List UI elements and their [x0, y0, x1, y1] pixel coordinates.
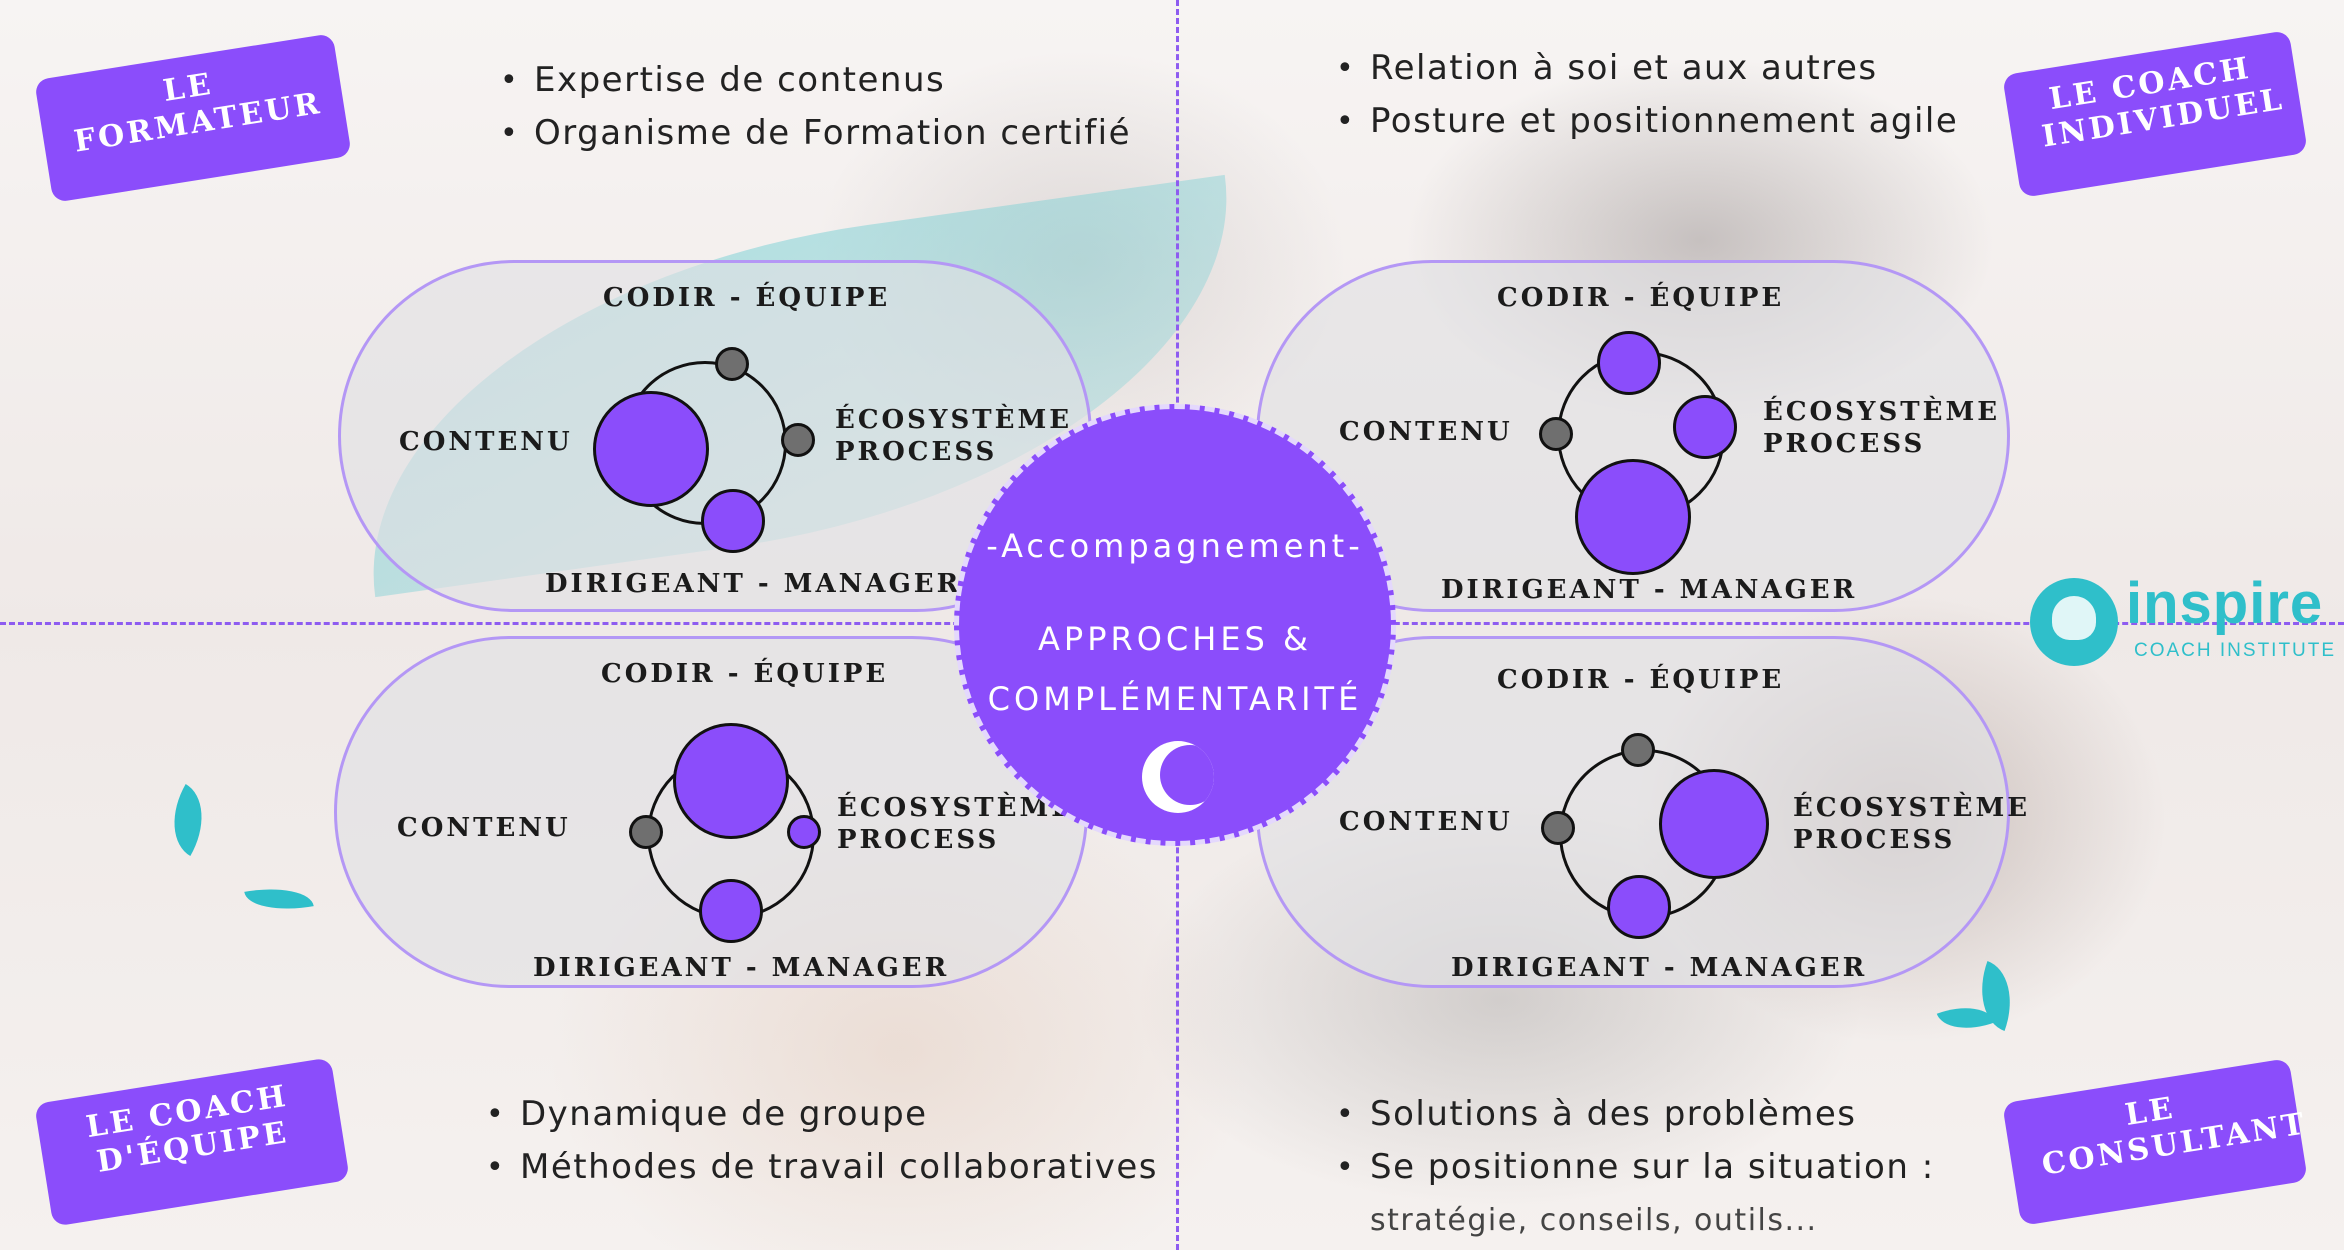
label-ecosysteme: ÉCOSYSTÈME: [835, 405, 1073, 435]
center-subtitle: APPROCHES & COMPLÉMENTARITÉ: [959, 609, 1391, 729]
brand-logo: inspire COACH INSTITUTE: [2030, 571, 2334, 670]
center-line1: APPROCHES &: [1038, 620, 1312, 658]
tree-icon: [1142, 741, 1214, 813]
label-dirigeant-manager: DIRIGEANT - MANAGER: [545, 569, 962, 599]
bullets-coach-individuel: Relation à soi et aux autres Posture et …: [1330, 42, 1958, 148]
center-title: -Accompagnement-: [986, 527, 1364, 565]
circle-contenu: [629, 815, 663, 849]
circle-codir: [1621, 733, 1655, 767]
label-process: PROCESS: [837, 825, 1000, 855]
circle-codir: [673, 723, 789, 839]
label-process: PROCESS: [1763, 429, 1926, 459]
circle-codir: [1597, 331, 1661, 395]
label-codir-equipe: CODIR - ÉQUIPE: [601, 659, 889, 689]
label-contenu: CONTENU: [1339, 417, 1513, 447]
circle-ecosysteme: [1659, 769, 1769, 879]
list-item: Expertise de contenus: [494, 54, 1131, 107]
brand-subtitle: COACH INSTITUTE: [2134, 640, 2337, 661]
circle-dirigeant: [701, 489, 765, 553]
list-item: Méthodes de travail collaboratives: [480, 1141, 1158, 1194]
list-item: Dynamique de groupe: [480, 1088, 1158, 1141]
circle-dirigeant: [1607, 875, 1671, 939]
bullets-coach-equipe: Dynamique de groupe Méthodes de travail …: [480, 1088, 1158, 1194]
center-line2: COMPLÉMENTARITÉ: [987, 680, 1363, 718]
circle-contenu: [1539, 417, 1573, 451]
list-item: Solutions à des problèmes: [1330, 1088, 1935, 1141]
brand-name: inspire: [2126, 571, 2324, 636]
list-item-continuation: stratégie, conseils, outils...: [1370, 1203, 1818, 1238]
label-process: PROCESS: [835, 437, 998, 467]
label-dirigeant-manager: DIRIGEANT - MANAGER: [533, 953, 950, 983]
label-codir-equipe: CODIR - ÉQUIPE: [603, 283, 891, 313]
panel-coach-individuel: CODIR - ÉQUIPE CONTENU ÉCOSYSTÈME PROCES…: [1256, 260, 2010, 612]
circle-contenu: [1541, 811, 1575, 845]
circle-codir: [715, 347, 749, 381]
label-dirigeant-manager: DIRIGEANT - MANAGER: [1441, 575, 1858, 605]
circle-ecosysteme: [787, 815, 821, 849]
center-circle: -Accompagnement- APPROCHES & COMPLÉMENTA…: [954, 404, 1396, 846]
label-contenu: CONTENU: [1339, 807, 1513, 837]
panel-coach-equipe: CODIR - ÉQUIPE CONTENU ÉCOSYSTÈME PROCES…: [334, 636, 1088, 988]
bullets-formateur: Expertise de contenus Organisme de Forma…: [494, 54, 1131, 160]
label-ecosysteme: ÉCOSYSTÈME: [1763, 397, 2001, 427]
label-ecosysteme: ÉCOSYSTÈME: [1793, 793, 2031, 823]
label-dirigeant-manager: DIRIGEANT - MANAGER: [1451, 953, 1868, 983]
label-codir-equipe: CODIR - ÉQUIPE: [1497, 283, 1785, 313]
bullets-consultant: Solutions à des problèmes Se positionne …: [1330, 1088, 1935, 1247]
label-process: PROCESS: [1793, 825, 1956, 855]
label-codir-equipe: CODIR - ÉQUIPE: [1497, 665, 1785, 695]
panel-consultant: CODIR - ÉQUIPE CONTENU ÉCOSYSTÈME PROCES…: [1256, 636, 2027, 988]
circle-ecosysteme: [1673, 395, 1737, 459]
label-contenu: CONTENU: [397, 813, 571, 843]
circle-dirigeant: [699, 879, 763, 943]
label-contenu: CONTENU: [399, 427, 573, 457]
circle-dirigeant: [1575, 459, 1691, 575]
list-item: Posture et positionnement agile: [1330, 95, 1958, 148]
list-item: Relation à soi et aux autres: [1330, 42, 1958, 95]
tree-emblem-icon: [2030, 578, 2118, 666]
list-item: Organisme de Formation certifié: [494, 107, 1131, 160]
list-item: Se positionne sur la situation :: [1330, 1141, 1935, 1194]
circle-ecosysteme: [781, 423, 815, 457]
label-ecosysteme: ÉCOSYSTÈME: [837, 793, 1075, 823]
circle-contenu: [593, 391, 709, 507]
